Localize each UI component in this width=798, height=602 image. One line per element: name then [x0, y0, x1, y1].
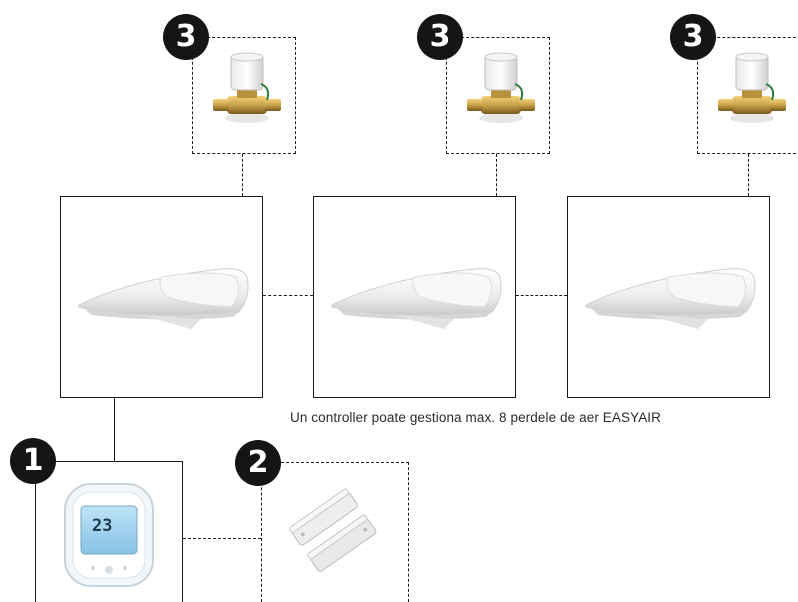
- valve-connector-1: [242, 154, 243, 196]
- thermostat-temperature: 23: [92, 516, 113, 536]
- air-curtain-icon: [578, 257, 762, 337]
- magnetic-door-sensor-icon: [286, 488, 386, 578]
- unit-link-2-3: [516, 295, 567, 296]
- valve-connector-3: [748, 154, 749, 196]
- badge-valve-1: 3: [163, 14, 209, 60]
- badge-controller: 1: [10, 438, 56, 484]
- air-curtain-icon: [71, 257, 255, 337]
- air-curtain-unit-3: [567, 196, 770, 398]
- valve-connector-2: [496, 154, 497, 196]
- controller-link: [114, 398, 115, 462]
- air-curtain-unit-2: [313, 196, 516, 398]
- valve-icon: [461, 48, 541, 128]
- air-curtain-unit-1: [60, 196, 263, 398]
- sensor-frame: [261, 462, 409, 602]
- air-curtain-icon: [324, 257, 508, 337]
- badge-door-sensor: 2: [235, 440, 281, 486]
- sensor-link: [183, 538, 261, 539]
- capacity-caption: Un controller poate gestiona max. 8 perd…: [290, 410, 662, 425]
- valve-icon: [207, 48, 287, 128]
- badge-valve-3: 3: [670, 14, 716, 60]
- badge-valve-2: 3: [417, 14, 463, 60]
- unit-link-1-2: [263, 295, 313, 296]
- thermostat-icon: [63, 480, 155, 590]
- valve-icon: [712, 48, 792, 128]
